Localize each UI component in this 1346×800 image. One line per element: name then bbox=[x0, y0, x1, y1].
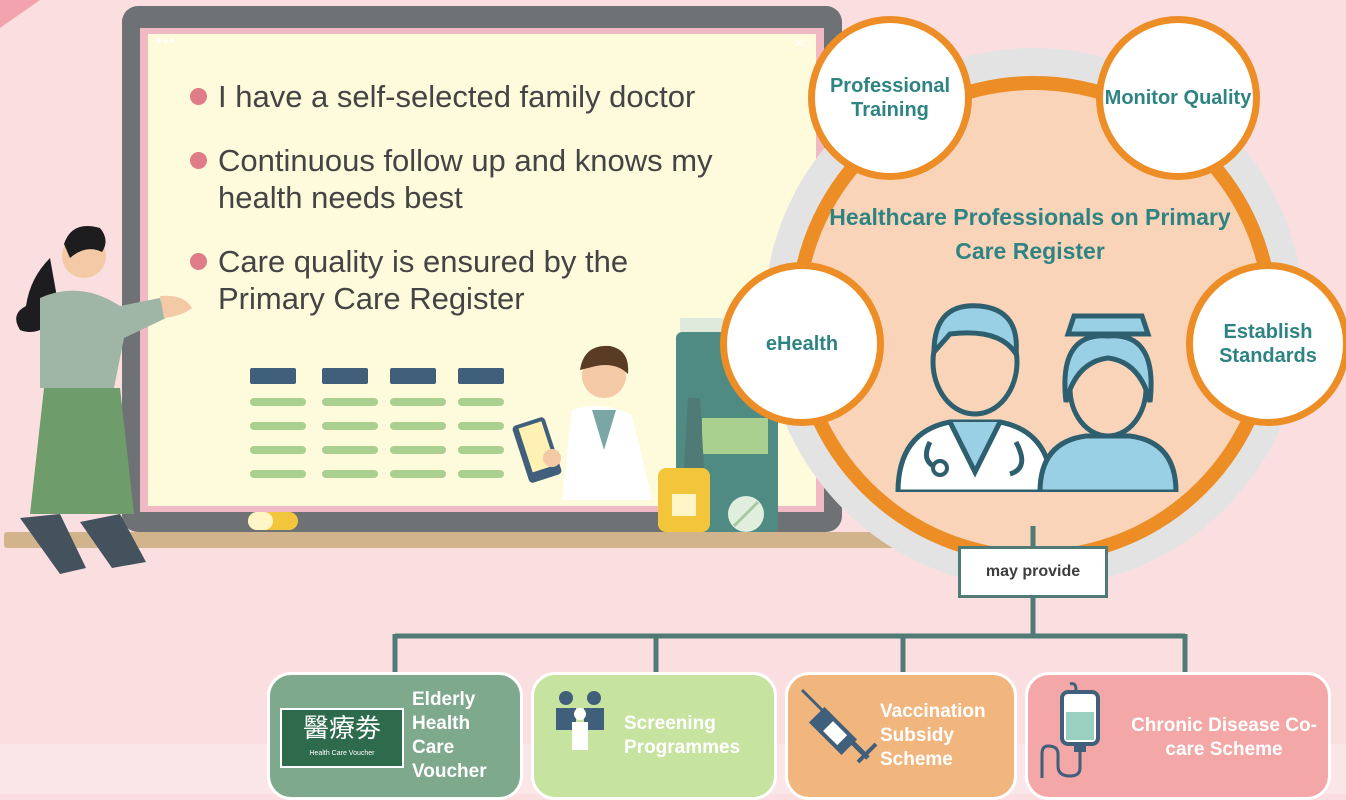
may-provide-label: may provide bbox=[958, 546, 1108, 598]
service-label: Screening Programmes bbox=[624, 713, 741, 758]
node-label: eHealth bbox=[765, 333, 839, 355]
window-controls[interactable]: _×□ bbox=[789, 36, 810, 50]
corner-decoration bbox=[0, 0, 40, 28]
service-card-screening[interactable] bbox=[531, 672, 777, 800]
node-professional-training: Professional Training bbox=[808, 16, 972, 180]
may-provide-text: may provide bbox=[985, 563, 1081, 580]
bullet-text: Care quality is ensured by the Primary C… bbox=[218, 244, 629, 316]
node-label: Professional Training bbox=[829, 75, 951, 121]
doctor-illustration bbox=[512, 345, 652, 500]
service-label: Chronic Disease Co-care Scheme bbox=[1131, 715, 1317, 760]
bullet-item: Care quality is ensured by the Primary C… bbox=[190, 243, 738, 317]
service-card-vaccination[interactable] bbox=[785, 672, 1017, 800]
node-establish-standards: Establish Standards bbox=[1186, 262, 1346, 426]
table-illustration bbox=[250, 368, 504, 478]
bullet-dot-icon bbox=[190, 88, 207, 105]
iv-drip-icon bbox=[1040, 682, 1100, 778]
voucher-logo-cn: 醫療劵 bbox=[302, 714, 381, 744]
bullet-item: Continuous follow up and knows my health… bbox=[190, 142, 798, 216]
node-label: Monitor Quality bbox=[1104, 87, 1252, 109]
desk bbox=[4, 532, 964, 548]
hub-title: Healthcare Professionals on Primary Care… bbox=[829, 204, 1231, 264]
bullet-text: Continuous follow up and knows my health… bbox=[218, 143, 713, 215]
bullet-dot-icon bbox=[190, 253, 207, 270]
voucher-logo-en: Health Care Voucher bbox=[309, 750, 375, 757]
service-label: Vaccination Subsidy Scheme bbox=[880, 701, 986, 770]
node-monitor-quality: Monitor Quality bbox=[1096, 16, 1260, 180]
presenter-illustration bbox=[16, 226, 192, 574]
window-dots: ••• bbox=[156, 33, 176, 50]
node-ehealth: eHealth bbox=[720, 262, 884, 426]
pill-icon bbox=[248, 512, 298, 530]
voucher-logo: 醫療劵 Health Care Voucher bbox=[280, 708, 404, 768]
window-title-bar: ••• _×□ bbox=[148, 34, 816, 54]
service-label: Elderly Health Care Voucher bbox=[412, 689, 487, 782]
people-icon bbox=[556, 691, 604, 750]
node-label: Establish Standards bbox=[1219, 321, 1317, 367]
bullet-item: I have a self-selected family doctor bbox=[190, 78, 695, 115]
bullet-text: I have a self-selected family doctor bbox=[218, 79, 696, 114]
syringe-icon bbox=[800, 688, 878, 764]
bullet-dot-icon bbox=[190, 152, 207, 169]
healthcare-professionals-icon bbox=[895, 303, 1179, 492]
